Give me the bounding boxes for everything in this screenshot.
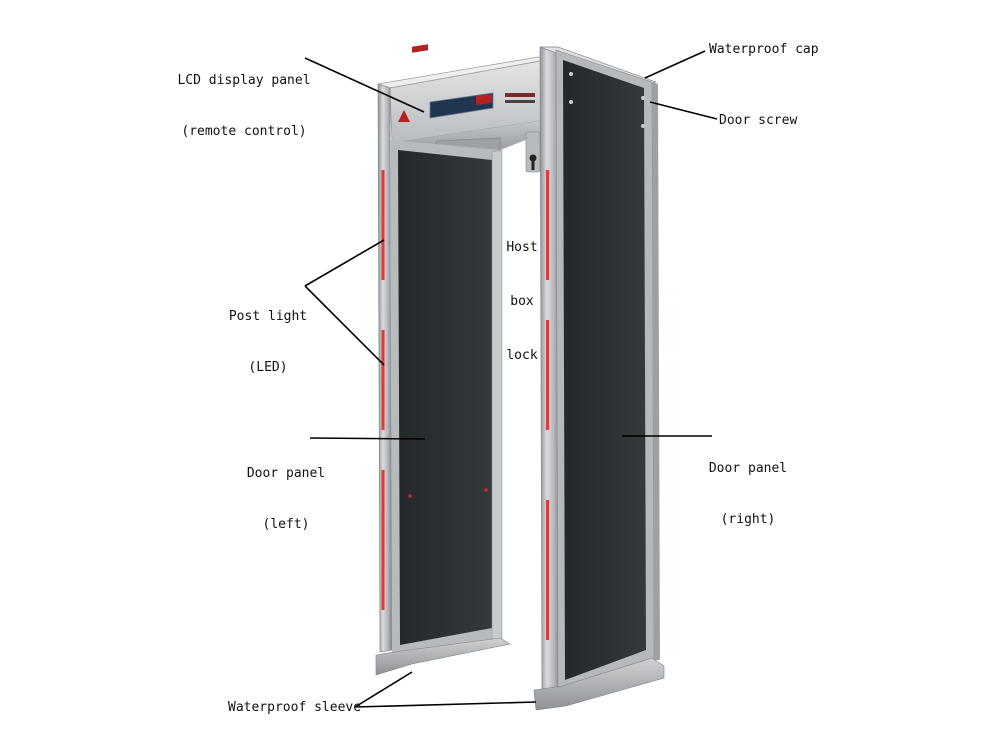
lcd-panel-label-line1: LCD display panel	[177, 73, 311, 88]
lcd-indicator	[476, 94, 492, 105]
right-door-panel	[563, 60, 646, 680]
door-panel-right-label-line2: (right)	[720, 512, 776, 527]
left-post-led-strip	[381, 170, 385, 610]
lcd-panel-label: LCD display panel (remote control)	[168, 38, 320, 174]
post-light-label-line1: Post light	[228, 309, 308, 324]
door-panel-right-label-line1: Door panel	[708, 461, 788, 476]
leader-door-panel-left	[309, 437, 426, 440]
lcd-panel-label-line2: (remote control)	[181, 124, 307, 139]
lock-key-icon	[531, 161, 535, 170]
leader-post-light-lower	[304, 285, 385, 366]
left-waterproof-sleeve	[375, 637, 511, 676]
left-panel-sensor-dot	[408, 494, 412, 498]
header-brand-text	[412, 44, 428, 53]
leader-waterproof-cap	[644, 50, 706, 79]
leader-lines	[304, 50, 718, 708]
host-box-lock-label-line3: lock	[506, 348, 538, 363]
door-panel-left-label: Door panel (left)	[246, 431, 326, 567]
door-panel-right-label: Door panel (right)	[706, 426, 790, 562]
leader-sleeve-right	[354, 701, 537, 708]
left-door-panel-face	[398, 150, 492, 645]
post-light-label: Post light (LED)	[222, 274, 314, 410]
leader-door-screw	[649, 101, 718, 120]
waterproof-sleeve-label: Waterproof sleeve	[228, 700, 362, 715]
leader-lcd	[304, 57, 425, 113]
door-screw-icon	[641, 96, 645, 100]
header-underside	[392, 120, 546, 150]
right-post-led-strip	[546, 170, 549, 640]
right-waterproof-sleeve	[533, 657, 665, 711]
left-panel-sensor-dot	[484, 488, 488, 492]
lock-keyhole-icon	[529, 154, 537, 162]
brand-logo-icon	[398, 110, 410, 122]
left-post	[377, 83, 393, 653]
header-model-text	[505, 93, 535, 97]
host-box-lock-label: Host box lock	[500, 203, 544, 401]
door-screw-icon	[569, 72, 573, 76]
door-panel-left-label-line1: Door panel	[246, 466, 326, 481]
door-screw-icon	[569, 100, 573, 104]
header-caption-text	[505, 100, 535, 103]
right-outer-edge	[652, 82, 660, 660]
door-panel-left-label-line2: (left)	[262, 517, 310, 532]
leader-post-light-upper	[304, 239, 385, 287]
host-box-lock-label-line1: Host	[506, 240, 538, 255]
leader-sleeve-left	[354, 671, 413, 708]
post-light-label-line2: (LED)	[248, 360, 288, 375]
door-screw-label: Door screw	[719, 113, 798, 128]
host-box-lock-label-line2: box	[510, 294, 534, 309]
waterproof-cap-label: Waterproof cap	[709, 42, 819, 57]
door-screw-icon	[641, 124, 645, 128]
